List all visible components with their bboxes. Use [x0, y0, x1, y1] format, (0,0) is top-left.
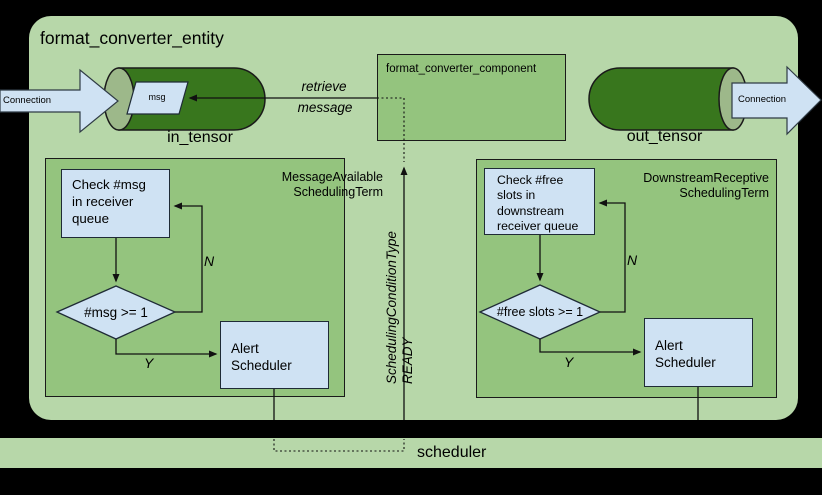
alert-line2: Scheduler: [655, 355, 716, 370]
alert-scheduler-box-left: Alert Scheduler: [220, 321, 329, 389]
free-slots-decision-label: #free slots >= 1: [496, 305, 584, 319]
no-branch-label-left: N: [204, 253, 215, 269]
no-branch-label-right: N: [627, 252, 638, 268]
format-converter-component-box: format_converter_component: [377, 54, 566, 141]
alert-scheduler-text: Alert Scheduler: [231, 340, 292, 374]
component-title: format_converter_component: [386, 63, 537, 75]
incoming-connection-label: Connection: [3, 95, 52, 106]
alert-line2: Scheduler: [231, 358, 292, 373]
check-free-slots-text: Check #free slots in downstream receiver…: [497, 173, 579, 234]
check-msg-text: Check #msg in receiver queue: [72, 177, 146, 226]
scheduling-condition-label: SchedulingConditionType READY: [384, 198, 418, 384]
message-available-term-title: MessageAvailable SchedulingTerm: [241, 170, 383, 199]
yes-branch-label-right: Y: [564, 354, 574, 370]
outgoing-connection-label: Connection: [738, 94, 787, 105]
check-free-slots-box: Check #free slots in downstream receiver…: [484, 168, 595, 235]
term-title-line2: SchedulingTerm: [293, 184, 383, 199]
scheduling-condition-line1: SchedulingConditionType: [384, 231, 399, 384]
alert-scheduler-text: Alert Scheduler: [655, 337, 716, 371]
entity-title: format_converter_entity: [40, 28, 224, 48]
alert-line1: Alert: [231, 341, 259, 356]
scheduler-label: scheduler: [417, 444, 487, 461]
term-title-line1: MessageAvailable: [281, 170, 383, 184]
check-msg-box: Check #msg in receiver queue: [61, 169, 170, 238]
scheduler-bar: scheduler: [0, 438, 822, 468]
alert-line1: Alert: [655, 338, 683, 353]
scheduling-condition-line2: READY: [400, 337, 415, 384]
in-tensor-label: in_tensor: [167, 129, 233, 146]
yes-branch-label-left: Y: [144, 355, 154, 371]
alert-scheduler-box-right: Alert Scheduler: [644, 318, 753, 387]
retrieve-label: retrieve: [301, 79, 347, 94]
term-title-line2: SchedulingTerm: [679, 185, 769, 200]
term-title-line1: DownstreamReceptive: [643, 171, 769, 185]
msg-label: msg: [148, 92, 166, 102]
msg-decision-label: #msg >= 1: [84, 305, 148, 320]
message-label: message: [297, 100, 353, 115]
out-tensor-label: out_tensor: [626, 128, 703, 145]
downstream-receptive-term-title: DownstreamReceptive SchedulingTerm: [621, 171, 769, 200]
